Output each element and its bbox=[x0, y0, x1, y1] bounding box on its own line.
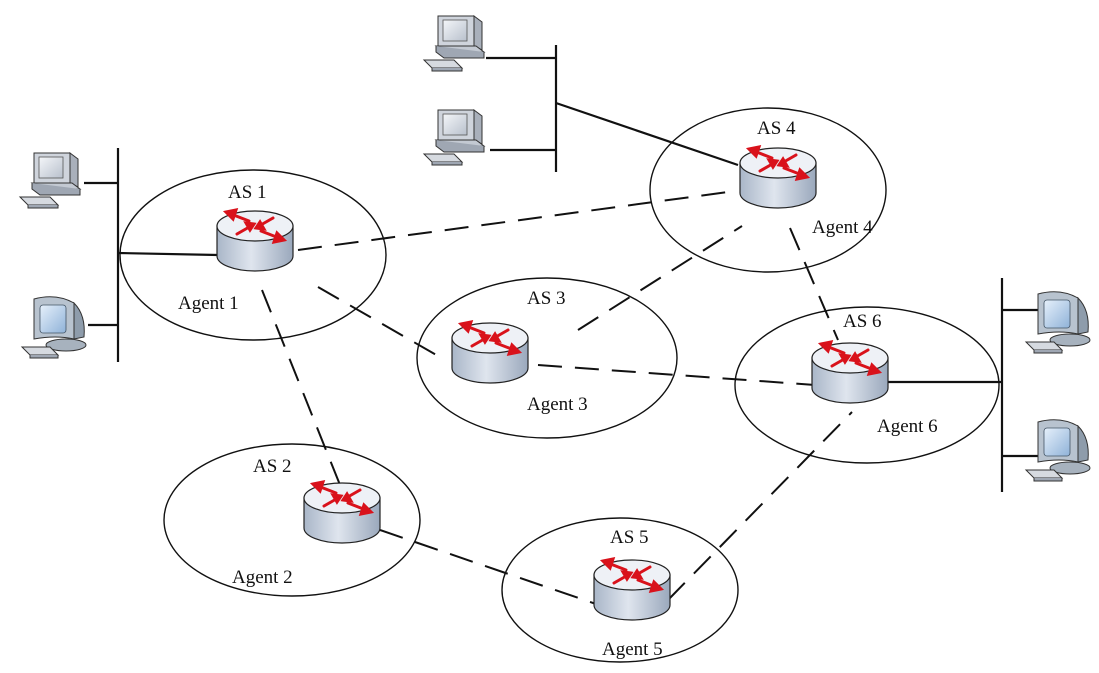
router-icon-as5 bbox=[592, 557, 672, 622]
as5-label: AS 5 bbox=[610, 527, 649, 548]
router-icon-as4 bbox=[738, 145, 818, 210]
router-icon-as2 bbox=[302, 480, 382, 545]
computer-icon bbox=[19, 152, 81, 209]
link-as3-as6 bbox=[537, 364, 816, 386]
link-as5-as6 bbox=[667, 411, 853, 601]
computer-icon bbox=[423, 15, 485, 72]
link-as4-as6 bbox=[789, 227, 839, 341]
labels: AS 1 Agent 1 AS 2 Agent 2 AS 3 Agent 3 A… bbox=[178, 118, 938, 660]
lan-segments bbox=[84, 45, 1040, 492]
as2-label: AS 2 bbox=[253, 456, 292, 477]
agent6-label: Agent 6 bbox=[877, 416, 938, 437]
as2-boundary bbox=[163, 443, 421, 597]
computer-icon bbox=[1025, 419, 1091, 482]
as1-label: AS 1 bbox=[228, 182, 267, 203]
router-icon-as6 bbox=[810, 340, 890, 405]
router-icon-as3 bbox=[450, 320, 530, 385]
routers bbox=[215, 145, 890, 622]
computer-icon bbox=[21, 296, 87, 359]
link-as1-as4 bbox=[297, 191, 729, 251]
as3-boundary bbox=[416, 277, 678, 439]
computer-icon bbox=[1025, 291, 1091, 354]
as4-label: AS 4 bbox=[757, 118, 796, 139]
as6-boundary bbox=[734, 306, 1000, 464]
agent-links bbox=[261, 191, 853, 605]
router-icon-as1 bbox=[215, 208, 295, 273]
as1-boundary bbox=[119, 169, 387, 341]
as6-label: AS 6 bbox=[843, 311, 882, 332]
agent5-label: Agent 5 bbox=[602, 639, 663, 660]
as4-boundary bbox=[649, 107, 887, 273]
link-as1-as3 bbox=[317, 286, 446, 361]
link-as2-as5 bbox=[379, 529, 597, 605]
agent4-label: Agent 4 bbox=[812, 217, 873, 238]
link-as3-as4 bbox=[577, 225, 743, 331]
computer-icon bbox=[423, 109, 485, 166]
as-boundaries bbox=[119, 107, 1000, 663]
as5-boundary bbox=[501, 517, 739, 663]
agent2-label: Agent 2 bbox=[232, 567, 293, 588]
agent3-label: Agent 3 bbox=[527, 394, 588, 415]
as3-label: AS 3 bbox=[527, 288, 566, 309]
agent1-label: Agent 1 bbox=[178, 293, 239, 314]
